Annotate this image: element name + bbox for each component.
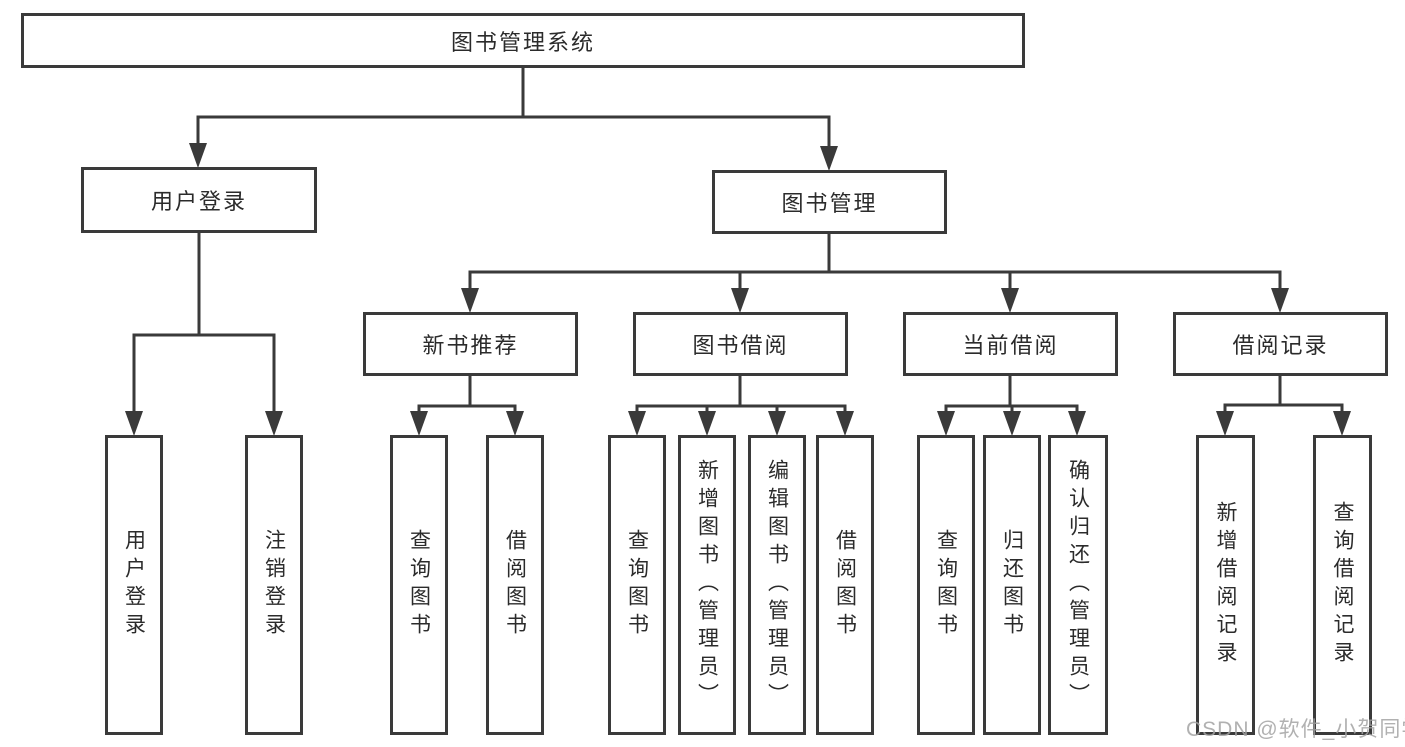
node-label: 借阅图书 (503, 529, 527, 641)
node-label: 图书管理 (781, 191, 878, 216)
node-label: 新书推荐 (422, 333, 519, 358)
node-new-book-recommend: 新书推荐 (363, 312, 578, 376)
connector-book-management-branch (461, 233, 1289, 313)
node-label: 用户登录 (122, 529, 146, 641)
node-label: 当前借阅 (962, 333, 1059, 358)
connector-current-borrow-branch (937, 375, 1086, 436)
leaf-user-login: 用户登录 (105, 435, 163, 735)
connector-new-book-branch (410, 375, 524, 436)
node-label: 查询借阅记录 (1331, 501, 1354, 669)
node-label: 用户登录 (150, 189, 247, 214)
node-label: 新增图书（管理员） (695, 459, 719, 711)
leaf-add-borrow-record: 新增借阅记录 (1196, 435, 1255, 735)
node-label: 归还图书 (1000, 529, 1024, 641)
leaf-edit-books-admin: 编辑图书（管理员） (748, 435, 806, 735)
node-book-borrow: 图书借阅 (633, 312, 848, 376)
leaf-query-borrow-record: 查询借阅记录 (1313, 435, 1372, 735)
node-label: 借阅记录 (1232, 333, 1329, 358)
connector-root-branch (189, 66, 838, 171)
leaf-borrow-books: 借阅图书 (816, 435, 874, 735)
leaf-confirm-return-admin: 确认归还（管理员） (1048, 435, 1108, 735)
node-label: 图书借阅 (692, 333, 789, 358)
node-label: 借阅图书 (833, 529, 857, 641)
node-label: 图书管理系统 (450, 29, 595, 55)
leaf-logout: 注销登录 (245, 435, 303, 735)
node-label: 确认归还（管理员） (1066, 459, 1090, 711)
leaf-query-books-borrow: 查询图书 (608, 435, 666, 735)
node-label: 编辑图书（管理员） (765, 459, 789, 711)
leaf-query-books-recommend: 查询图书 (390, 435, 448, 735)
node-current-borrow: 当前借阅 (903, 312, 1118, 376)
connector-user-login-branch (125, 233, 283, 436)
leaf-borrow-books-recommend: 借阅图书 (486, 435, 544, 735)
node-label: 查询图书 (625, 529, 649, 641)
connector-book-borrow-branch (628, 375, 854, 436)
csdn-watermark: CSDN @软件_小贺同学 (1186, 718, 1405, 741)
node-borrow-records: 借阅记录 (1173, 312, 1388, 376)
node-label: 查询图书 (934, 529, 958, 641)
node-label: 查询图书 (407, 529, 431, 641)
node-user-login: 用户登录 (81, 167, 317, 233)
leaf-add-books-admin: 新增图书（管理员） (678, 435, 736, 735)
node-label: 注销登录 (262, 529, 286, 641)
node-book-management: 图书管理 (712, 170, 947, 234)
leaf-query-books-current: 查询图书 (917, 435, 975, 735)
connector-borrow-records-branch (1216, 375, 1351, 436)
node-label: 新增借阅记录 (1214, 501, 1237, 669)
leaf-return-books: 归还图书 (983, 435, 1041, 735)
node-library-system: 图书管理系统 (21, 13, 1025, 68)
